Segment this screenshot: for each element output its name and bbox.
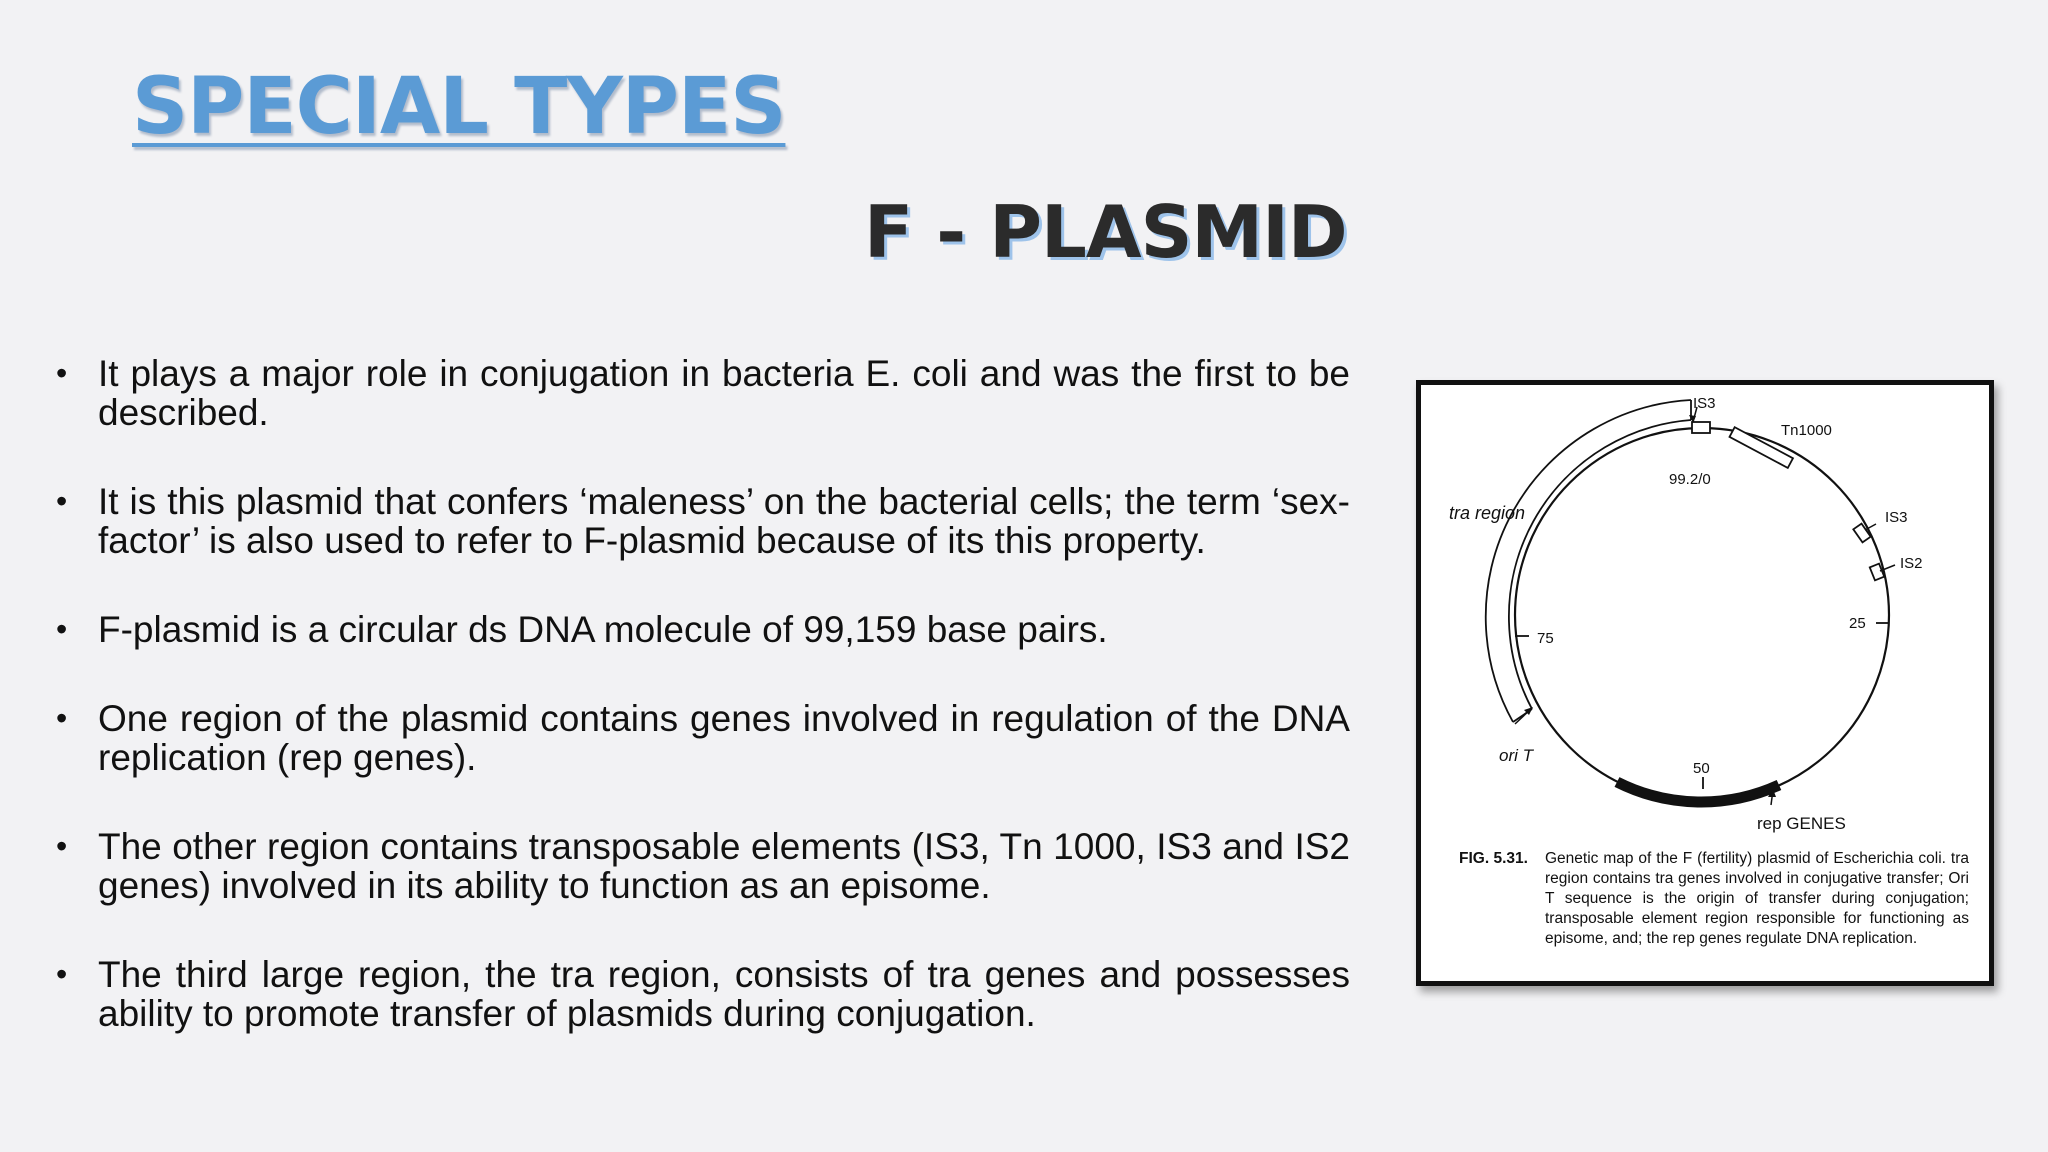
label-tn1000: Tn1000 xyxy=(1781,422,1832,439)
bullet-text: One region of the plasmid contains genes… xyxy=(98,698,1350,778)
label-tra-region: tra region xyxy=(1449,503,1525,523)
rep-genes-arc xyxy=(1614,777,1782,808)
is2-pointer xyxy=(1879,564,1896,572)
bullet-list: • It plays a major role in conjugation i… xyxy=(56,354,1350,1083)
plasmid-figure: IS3 Tn1000 99.2/0 IS3 IS2 tra region 75 … xyxy=(1416,380,1994,986)
label-rep-genes: rep GENES xyxy=(1757,814,1846,833)
bullet-item: • It is this plasmid that confers ‘malen… xyxy=(56,482,1350,560)
bullet-item: • The third large region, the tra region… xyxy=(56,955,1350,1033)
bullet-dot-icon: • xyxy=(56,828,68,864)
tra-region-inner-arc xyxy=(1508,419,1692,710)
slide-title: SPECIAL TYPES xyxy=(132,62,786,152)
slide-subtitle: F - PLASMID xyxy=(864,190,1348,274)
bullet-item: • The other region contains transposable… xyxy=(56,827,1350,905)
ori-t-arrow-icon xyxy=(1524,707,1533,715)
tn1000-box xyxy=(1728,425,1795,470)
is3-right-pointer xyxy=(1864,523,1877,531)
figure-caption: FIG. 5.31. Genetic map of the F (fertili… xyxy=(1459,849,1969,949)
label-origin: 99.2/0 xyxy=(1669,471,1711,488)
bullet-dot-icon: • xyxy=(56,700,68,736)
bullet-dot-icon: • xyxy=(56,611,68,647)
caption-lead: FIG. 5.31. xyxy=(1459,850,1528,867)
label-is3-right: IS3 xyxy=(1885,509,1908,526)
label-is3-top: IS3 xyxy=(1693,395,1716,412)
tra-region-outer-arc xyxy=(1484,399,1692,723)
label-50: 50 xyxy=(1693,760,1710,777)
rep-genes-arrow-icon xyxy=(1768,789,1776,797)
bullet-item: • It plays a major role in conjugation i… xyxy=(56,354,1350,432)
is3-right-box xyxy=(1852,522,1872,544)
bullet-text: F-plasmid is a circular ds DNA molecule … xyxy=(98,609,1108,650)
bullet-text: It is this plasmid that confers ‘malenes… xyxy=(98,481,1350,561)
plasmid-map: IS3 Tn1000 99.2/0 IS3 IS2 tra region 75 … xyxy=(1449,395,1923,833)
label-is2: IS2 xyxy=(1900,555,1923,572)
bullet-item: • F-plasmid is a circular ds DNA molecul… xyxy=(56,610,1350,649)
bullet-item: • One region of the plasmid contains gen… xyxy=(56,699,1350,777)
bullet-dot-icon: • xyxy=(56,956,68,992)
label-25: 25 xyxy=(1849,615,1866,632)
label-ori-t: ori T xyxy=(1499,746,1535,765)
bullet-text: It plays a major role in conjugation in … xyxy=(98,353,1350,433)
caption-body: Genetic map of the F (fertility) plasmid… xyxy=(1545,850,1969,947)
bullet-dot-icon: • xyxy=(56,483,68,519)
bullet-text: The other region contains transposable e… xyxy=(98,826,1350,906)
bullet-dot-icon: • xyxy=(56,355,68,391)
is3-top-box xyxy=(1691,421,1711,434)
label-75: 75 xyxy=(1537,630,1554,647)
is3-top-arrow-icon xyxy=(1689,415,1696,423)
bullet-text: The third large region, the tra region, … xyxy=(98,954,1350,1034)
